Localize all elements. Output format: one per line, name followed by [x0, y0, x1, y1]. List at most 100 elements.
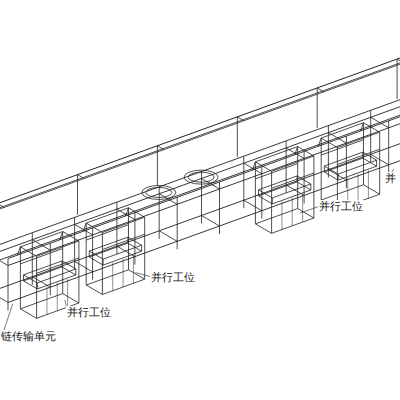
- frame-line: [272, 198, 273, 204]
- frame-line: [75, 261, 93, 272]
- frame-line: [126, 208, 129, 216]
- frame-line: [62, 261, 76, 269]
- fixture-disc: [146, 187, 172, 197]
- frame-line: [255, 164, 297, 179]
- frame-line: [23, 275, 37, 283]
- frame-line: [67, 279, 68, 307]
- frame-line: [258, 182, 297, 196]
- frame-line: [371, 117, 389, 128]
- frame-line: [89, 237, 128, 251]
- frame-line: [86, 223, 87, 285]
- frame-line: [83, 223, 86, 231]
- frame-line: [37, 241, 79, 256]
- frame-line: [60, 232, 63, 240]
- fixture-disc: [142, 185, 176, 199]
- frame-line: [318, 138, 321, 146]
- frame-line: [0, 255, 8, 266]
- frame-line: [324, 166, 325, 172]
- station-label: 并行工位: [66, 306, 112, 319]
- frame-line: [255, 147, 297, 162]
- frame-line: [358, 174, 359, 202]
- frame-line: [20, 232, 62, 247]
- frame-line: [313, 156, 314, 218]
- frame-line: [281, 202, 282, 230]
- frame-line: [258, 176, 297, 190]
- station-label: 并: [384, 172, 397, 185]
- frame-line: [0, 132, 400, 292]
- frame-line: [0, 51, 400, 211]
- frame-line: [252, 162, 255, 170]
- frame-line: [17, 247, 20, 255]
- frame-line: [62, 232, 63, 294]
- frame-line: [272, 173, 314, 188]
- frame-line: [292, 198, 293, 226]
- frame-line: [23, 275, 24, 281]
- frame-line: [89, 251, 103, 259]
- frame-line: [286, 185, 304, 196]
- frame-line: [20, 294, 62, 309]
- frame-line: [128, 208, 129, 270]
- frame-line: [0, 52, 400, 212]
- frame-line: [129, 208, 145, 217]
- frame-line: [86, 223, 102, 232]
- frame-line: [321, 140, 363, 155]
- station-label: 并行工位: [150, 271, 196, 284]
- frame-line: [86, 270, 128, 285]
- frame-line: [321, 138, 322, 200]
- frame-line: [324, 158, 363, 172]
- frame-line: [258, 190, 259, 196]
- frame-line: [133, 255, 134, 283]
- frame-line: [20, 247, 36, 256]
- frame-line: [103, 259, 104, 265]
- frame-line: [102, 234, 144, 249]
- frame-line: [297, 176, 311, 184]
- frame-line: [255, 162, 256, 224]
- frame-line: [20, 309, 36, 318]
- station-label: 并行工位: [318, 200, 364, 213]
- frame-line: [258, 190, 272, 198]
- leader-line: [300, 206, 320, 213]
- frame-line: [321, 185, 363, 200]
- frame-line: [255, 209, 297, 224]
- frame-line: [202, 216, 220, 227]
- frame-line: [23, 267, 62, 281]
- frame-line: [0, 95, 400, 255]
- frame-line: [379, 132, 380, 194]
- frame-line: [86, 285, 102, 294]
- frame-line: [8, 143, 400, 303]
- frame-line: [86, 225, 128, 240]
- frame-line: [0, 100, 400, 260]
- frame-line: [255, 162, 271, 171]
- frame-line: [117, 246, 135, 257]
- frame-line: [144, 217, 145, 279]
- frame-line: [321, 123, 363, 138]
- frame-line: [0, 292, 8, 303]
- frame-line: [338, 166, 377, 180]
- frame-line: [244, 200, 262, 211]
- frame-line: [255, 224, 271, 233]
- frame-line: [20, 249, 62, 264]
- frame-line: [102, 233, 103, 295]
- fixture-disc: [184, 170, 218, 184]
- frame-line: [368, 170, 369, 198]
- frame-line: [337, 132, 379, 147]
- frame-line: [159, 231, 177, 242]
- frame-line: [310, 184, 311, 190]
- frame-line: [337, 149, 379, 164]
- frame-line: [141, 245, 142, 251]
- frame-line: [271, 171, 272, 233]
- frame-line: [0, 88, 400, 248]
- frame-line: [57, 283, 58, 311]
- frame-line: [363, 152, 377, 160]
- unit-label: 链传输单元: [0, 330, 57, 343]
- frame-line: [103, 251, 142, 265]
- frame-line: [321, 138, 337, 147]
- frame-line: [37, 258, 79, 273]
- frame-line: [0, 47, 400, 207]
- frame-line: [86, 208, 128, 223]
- frame-line: [272, 156, 314, 171]
- frame-line: [361, 123, 364, 131]
- frame-line: [397, 59, 400, 63]
- frame-line: [128, 237, 142, 245]
